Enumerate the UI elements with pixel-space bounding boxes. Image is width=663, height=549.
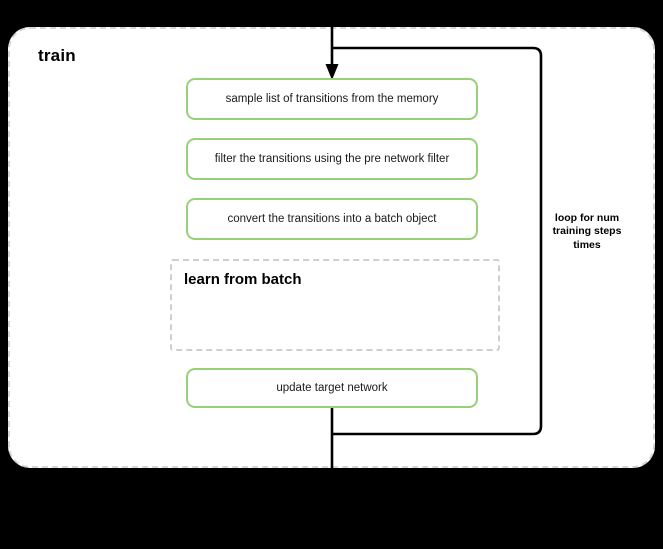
node-convert-to-batch[interactable]: convert the transitions into a batch obj… [186,198,478,240]
node-label: update target network [276,382,388,394]
container-title: train [38,46,76,65]
subflow-learn-from-batch[interactable]: learn from batch [170,259,500,351]
loop-annotation: loop for num training steps times [552,212,622,251]
subflow-title: learn from batch [184,271,302,288]
node-label: convert the transitions into a batch obj… [227,213,437,225]
node-update-target-network[interactable]: update target network [186,368,478,408]
node-label: sample list of transitions from the memo… [225,93,439,105]
node-sample-transitions[interactable]: sample list of transitions from the memo… [186,78,478,120]
node-label: filter the transitions using the pre net… [214,153,450,165]
node-filter-transitions[interactable]: filter the transitions using the pre net… [186,138,478,180]
